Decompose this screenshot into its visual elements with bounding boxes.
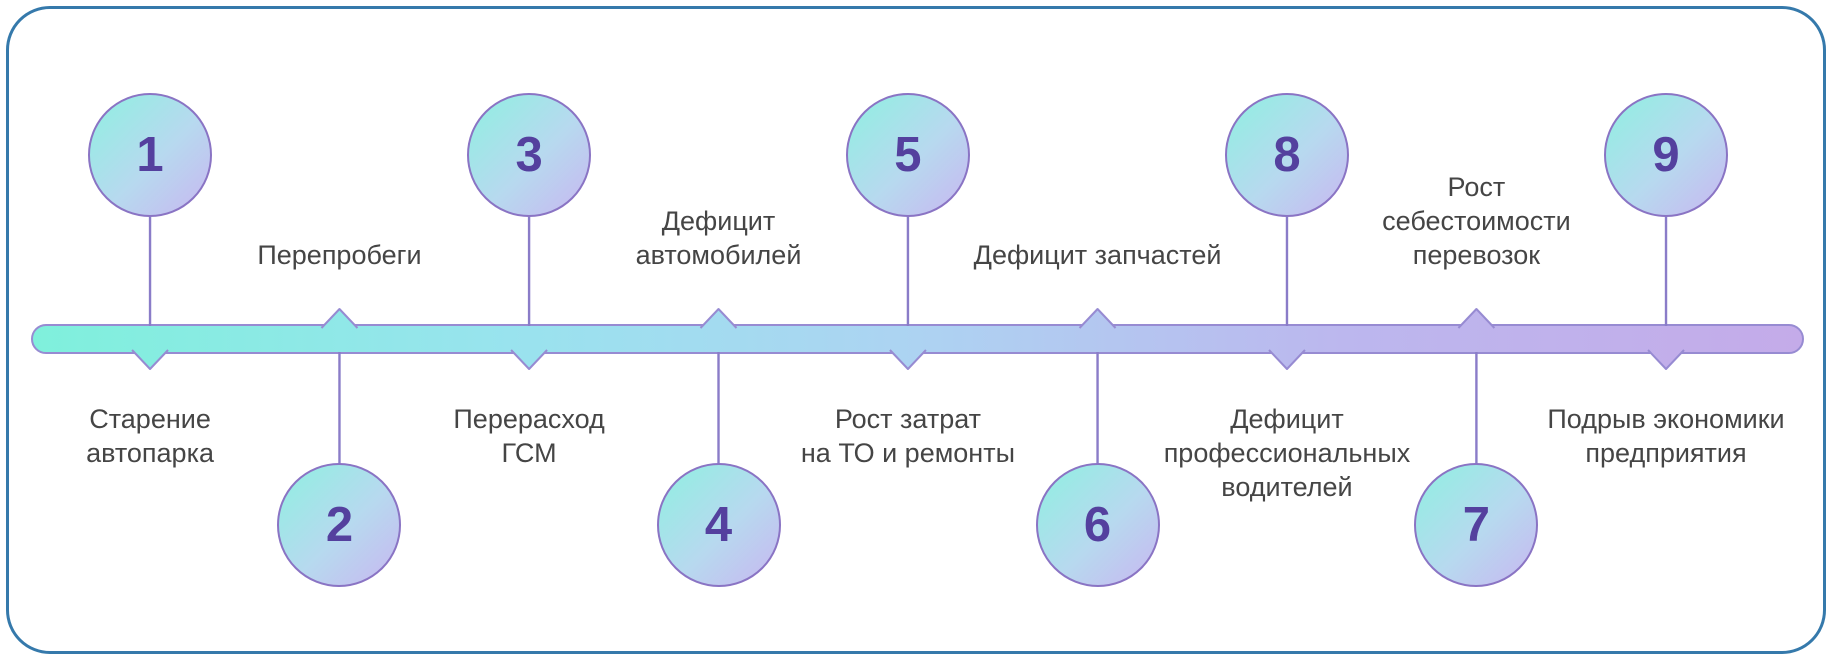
step-number-3: 3 xyxy=(515,127,543,182)
step-number-1: 1 xyxy=(136,127,164,182)
step-circle-2: 2 xyxy=(277,463,402,587)
step-label-4: Дефицит автомобилей xyxy=(635,206,802,270)
step-circle-8: 8 xyxy=(1224,93,1349,217)
step-circle-1: 1 xyxy=(88,93,213,217)
step-label-2: Перепробеги xyxy=(257,240,422,270)
arrow-tip-2 xyxy=(320,308,359,329)
arrow-tip-4 xyxy=(699,308,738,329)
step-circle-3: 3 xyxy=(467,93,592,217)
arrow-tip-5 xyxy=(889,349,927,370)
step-number-9: 9 xyxy=(1652,127,1680,182)
timeline-bar xyxy=(31,324,1804,354)
arrow-tip-6 xyxy=(1078,308,1117,329)
step-label-9: Подрыв экономики предприятия xyxy=(1547,404,1785,468)
step-circle-4: 4 xyxy=(656,463,781,587)
step-circle-5: 5 xyxy=(845,93,970,217)
step-number-5: 5 xyxy=(894,127,922,182)
step-circle-7: 7 xyxy=(1414,463,1539,587)
frame-border xyxy=(6,6,1826,654)
step-label-1: Старение автопарка xyxy=(86,404,214,468)
step-circle-6: 6 xyxy=(1035,463,1160,587)
arrow-tip-7 xyxy=(1457,308,1496,329)
step-label-6: Дефицит запчастей xyxy=(973,240,1222,270)
step-label-8: Дефицит профессиональных водителей xyxy=(1163,404,1411,502)
arrow-tip-8 xyxy=(1268,349,1306,370)
step-label-3: Перерасход ГСМ xyxy=(453,404,605,468)
step-number-6: 6 xyxy=(1083,497,1112,552)
step-circle-9: 9 xyxy=(1604,93,1729,217)
arrow-tip-3 xyxy=(510,349,548,370)
step-number-8: 8 xyxy=(1273,127,1301,182)
step-number-2: 2 xyxy=(325,497,354,552)
step-number-7: 7 xyxy=(1462,497,1491,552)
step-number-4: 4 xyxy=(704,497,733,552)
arrow-tip-9 xyxy=(1647,349,1685,370)
step-label-5: Рост затрат на ТО и ремонты xyxy=(800,404,1015,468)
step-label-7: Рост себестоимости перевозок xyxy=(1382,172,1571,270)
arrow-tip-1 xyxy=(131,349,169,370)
